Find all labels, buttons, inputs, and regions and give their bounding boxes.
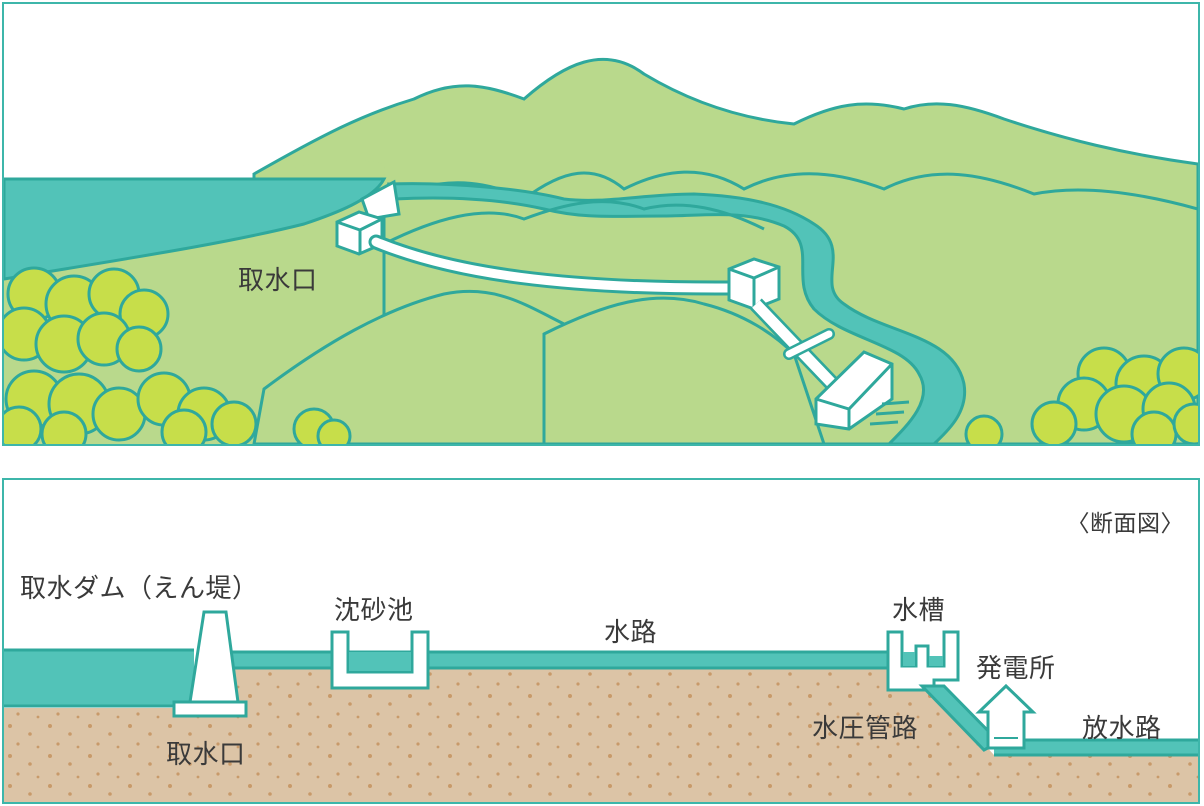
cross-section-title: 〈断面図〉 [1066, 511, 1184, 537]
trees-left [4, 266, 352, 444]
head-tank-box [727, 257, 781, 311]
power-station [975, 683, 1037, 750]
label-tailrace: 放水路 [1082, 714, 1162, 744]
tailrace-water [994, 740, 1198, 755]
power-station-building [814, 350, 910, 431]
intake-dam-top [360, 179, 401, 221]
label-penstock: 水圧管路 [812, 714, 919, 744]
label-intake-dam: 取水ダム（えん堤） [20, 574, 259, 604]
penstock-pipes [750, 298, 848, 400]
label-intake-top: 取水口 [238, 266, 318, 296]
cross-section-panel: 〈断面図〉 取水ダム（えん堤） 取水口 沈砂池 水路 水槽 発電所 水圧管路 放… [2, 478, 1200, 804]
label-power-station: 発電所 [976, 654, 1056, 684]
head-tank [886, 630, 960, 692]
cross-section-illustration [4, 610, 1198, 802]
landscape-panel: 取水口 [2, 2, 1200, 446]
label-waterway: 水路 [604, 618, 658, 648]
hill-foreground-left [252, 289, 626, 444]
label-head-tank: 水槽 [892, 596, 946, 626]
landscape-illustration [4, 57, 1198, 444]
label-intake: 取水口 [166, 740, 246, 770]
river-upper [386, 182, 967, 444]
label-settling-basin: 沈砂池 [334, 596, 414, 626]
waterway-channel [229, 652, 889, 668]
intake-dam [172, 610, 248, 718]
trees-right [964, 346, 1198, 444]
hill-foreground-ridge [383, 200, 765, 246]
settling-basin [330, 630, 430, 690]
reservoir-water [4, 650, 194, 706]
